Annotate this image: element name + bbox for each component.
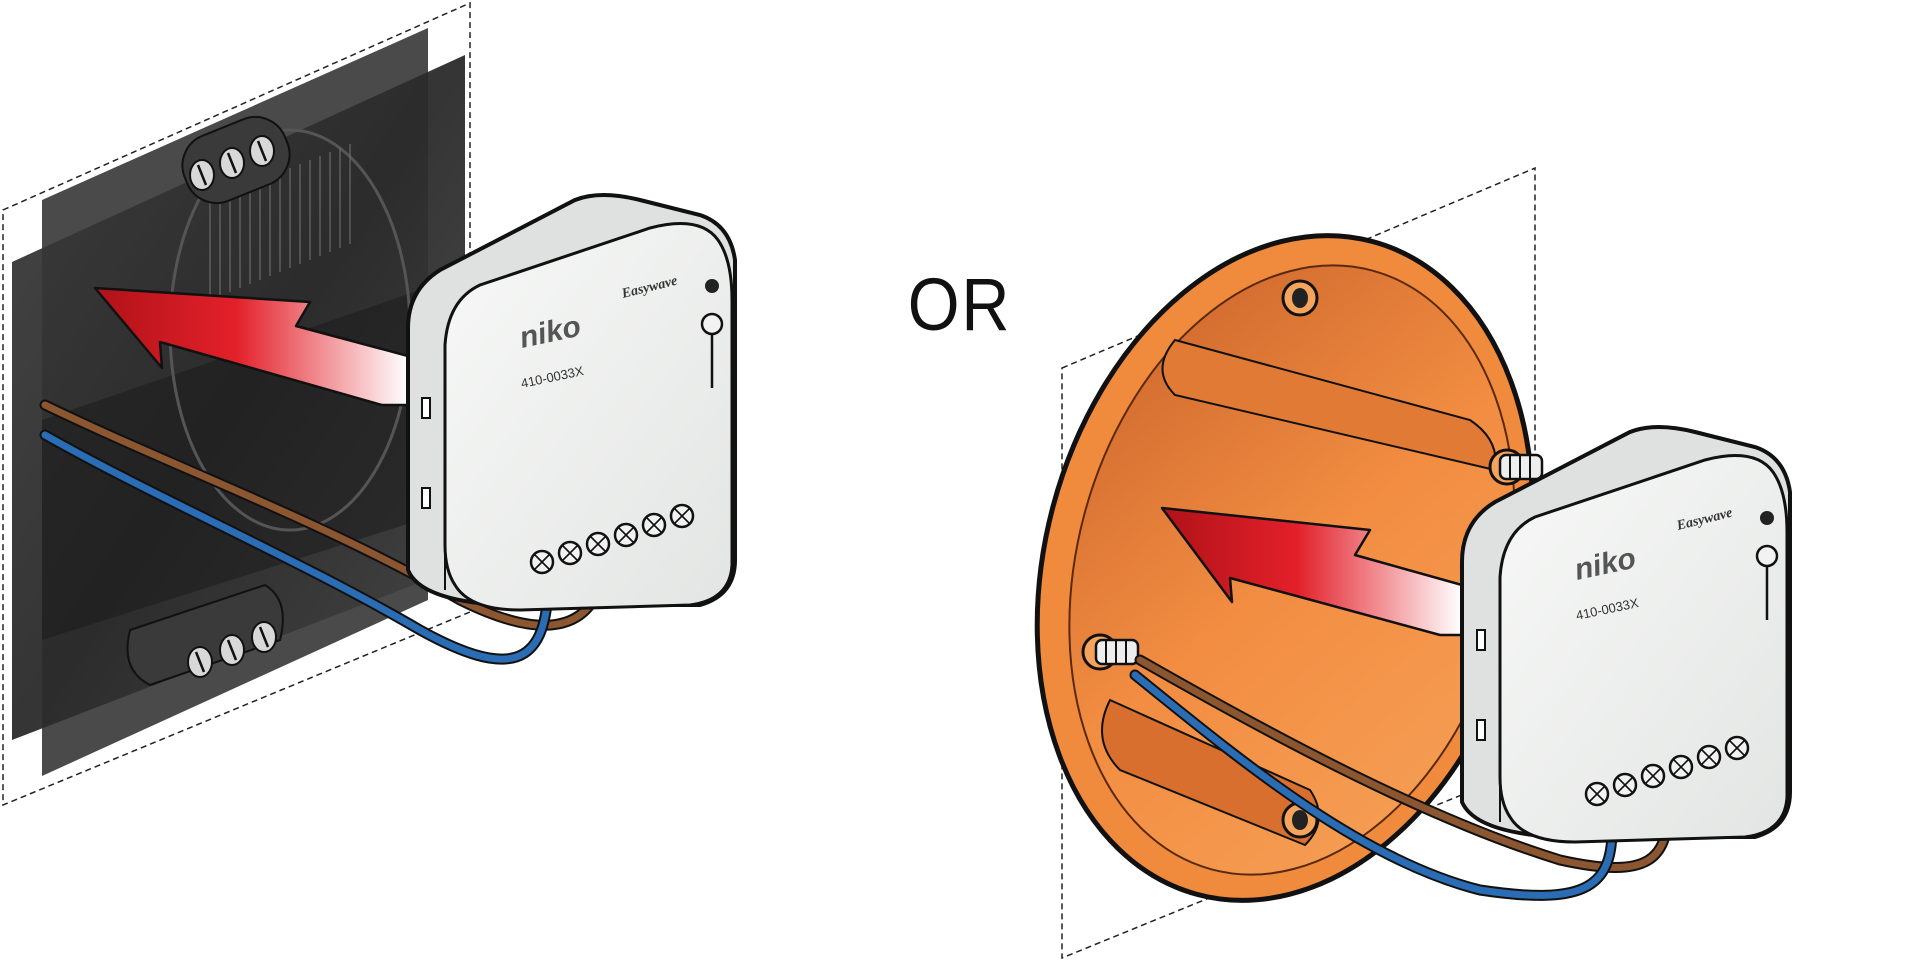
mounting-screw-icon [1281,279,1319,317]
antenna-led-icon [1755,511,1779,620]
right-module-face [1498,454,1789,844]
top-screw-terminal-block [181,115,291,205]
wall-box-ribs [209,144,351,300]
right-module: niko 410-0033X Easywave [1460,425,1792,844]
left-dashed-outline [2,1,471,807]
antenna-led-icon [700,279,724,388]
left-module: niko 410-0033X Easywave [406,193,737,612]
left-module-face [443,222,734,612]
right-wires [1129,654,1674,901]
mounting-screw-icon [1488,448,1544,486]
or-separator: OR [907,263,1012,346]
flush-box-upper-bar [1161,338,1497,472]
flush-box-lower-bar [1101,698,1320,847]
mounting-screw-icon [1081,633,1140,671]
bottom-screw-terminal-block [126,583,284,687]
